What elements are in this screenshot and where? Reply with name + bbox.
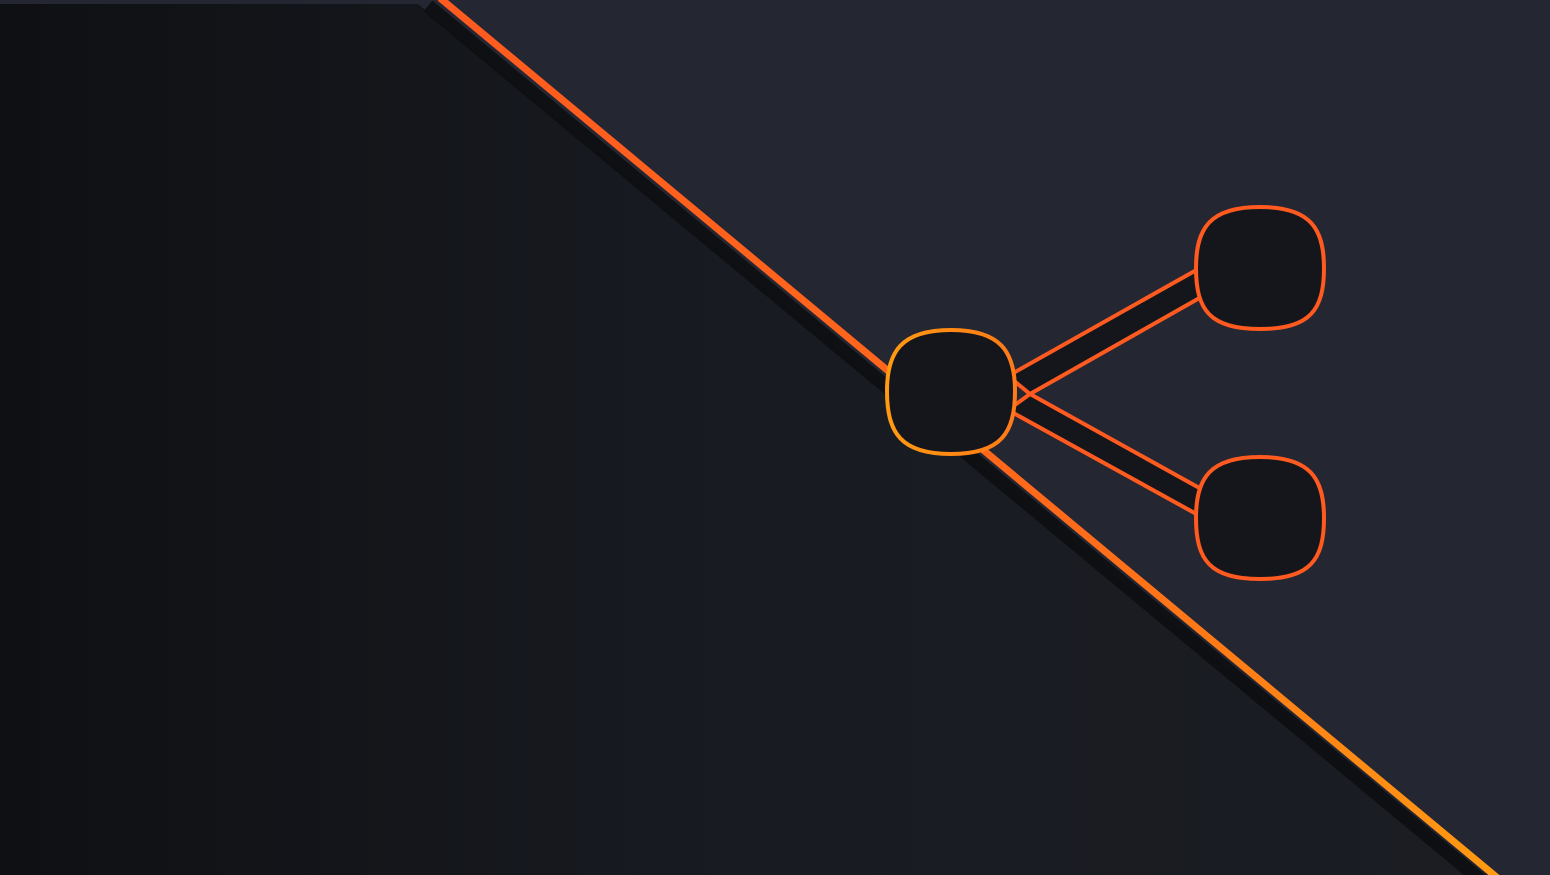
lower-panel xyxy=(0,4,1480,875)
share-node-top xyxy=(1193,204,1327,332)
top-edge-strip xyxy=(0,0,420,4)
share-icon xyxy=(884,204,1327,582)
share-node-center xyxy=(884,327,1018,457)
share-node-bottom xyxy=(1193,454,1327,582)
